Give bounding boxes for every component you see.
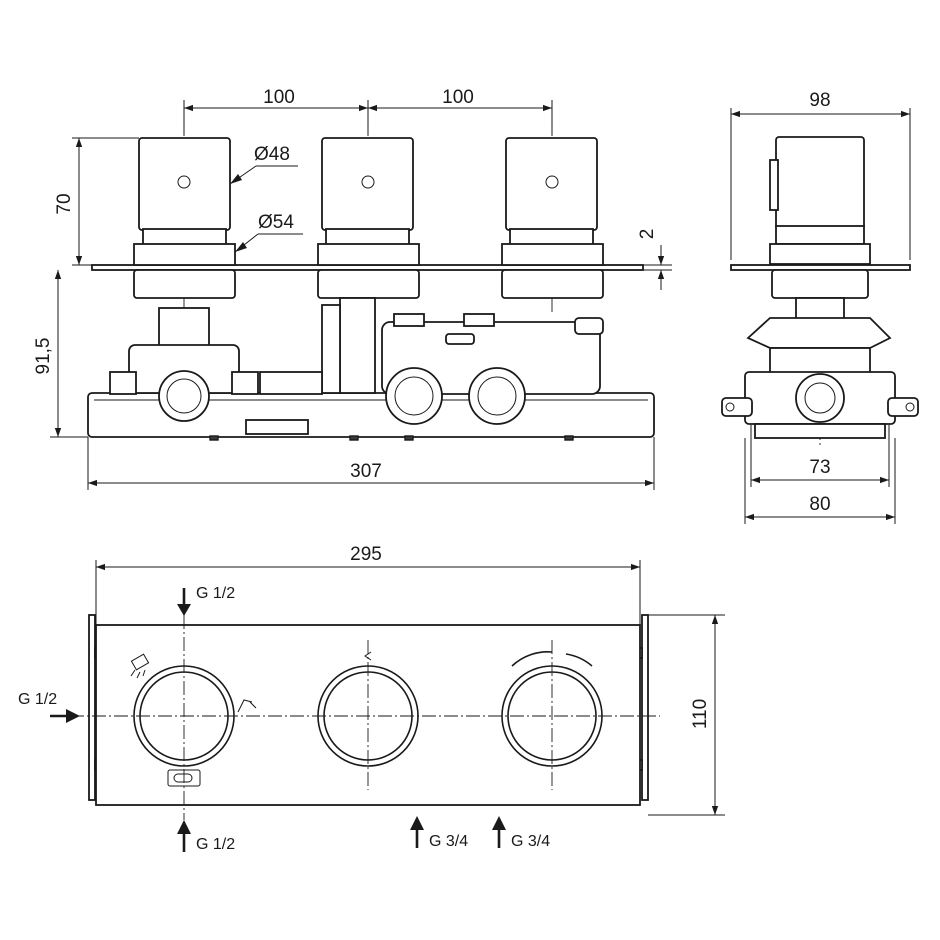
dim-side-depth: 98 [809,90,830,111]
dim-plate-width: 295 [350,544,382,565]
outlet-arrow-1 [410,816,424,848]
knob-1 [133,137,236,299]
label-left-inlet: G 1/2 [18,691,57,708]
dim-spacing-right: 100 [442,87,474,108]
temperature-scale-icon [511,651,593,667]
side-view: 98 73 80 [721,90,919,524]
label-outlet-1: G 3/4 [429,833,468,850]
outlet-arrow-2 [492,816,506,848]
valve-body [87,297,655,441]
dim-rosette-diameter: Ø54 [258,212,294,233]
dim-knob-height: 70 [54,193,75,214]
inlet-arrow-top [177,588,191,616]
front-view: 100 100 70 91,5 Ø48 Ø54 2 307 [33,87,672,490]
flow-indicator-icon [364,651,372,661]
label-top-inlet: G 1/2 [196,585,235,602]
label-bottom-inlet: G 1/2 [196,836,235,853]
dim-total-width: 307 [350,461,382,482]
dim-plate-thickness: 2 [637,229,658,240]
knob-2 [317,137,420,299]
bath-filler-icon [167,769,201,787]
dim-plate-height: 110 [690,699,711,729]
inlet-arrow-bottom [177,820,191,852]
dim-side-inner: 73 [809,457,830,478]
dim-side-outer: 80 [809,494,830,515]
shower-head-icon [130,653,150,679]
dim-knob-diameter: Ø48 [254,144,290,165]
dim-spacing-left: 100 [263,87,295,108]
inlet-arrow-left [50,709,80,723]
hand-shower-icon [237,699,257,713]
top-view: G 1/2 G 1/2 G 1/2 G 3/4 G 3/4 295 [18,544,725,853]
dim-body-height: 91,5 [33,338,54,375]
knob-3 [501,137,604,299]
label-outlet-2: G 3/4 [511,833,550,850]
